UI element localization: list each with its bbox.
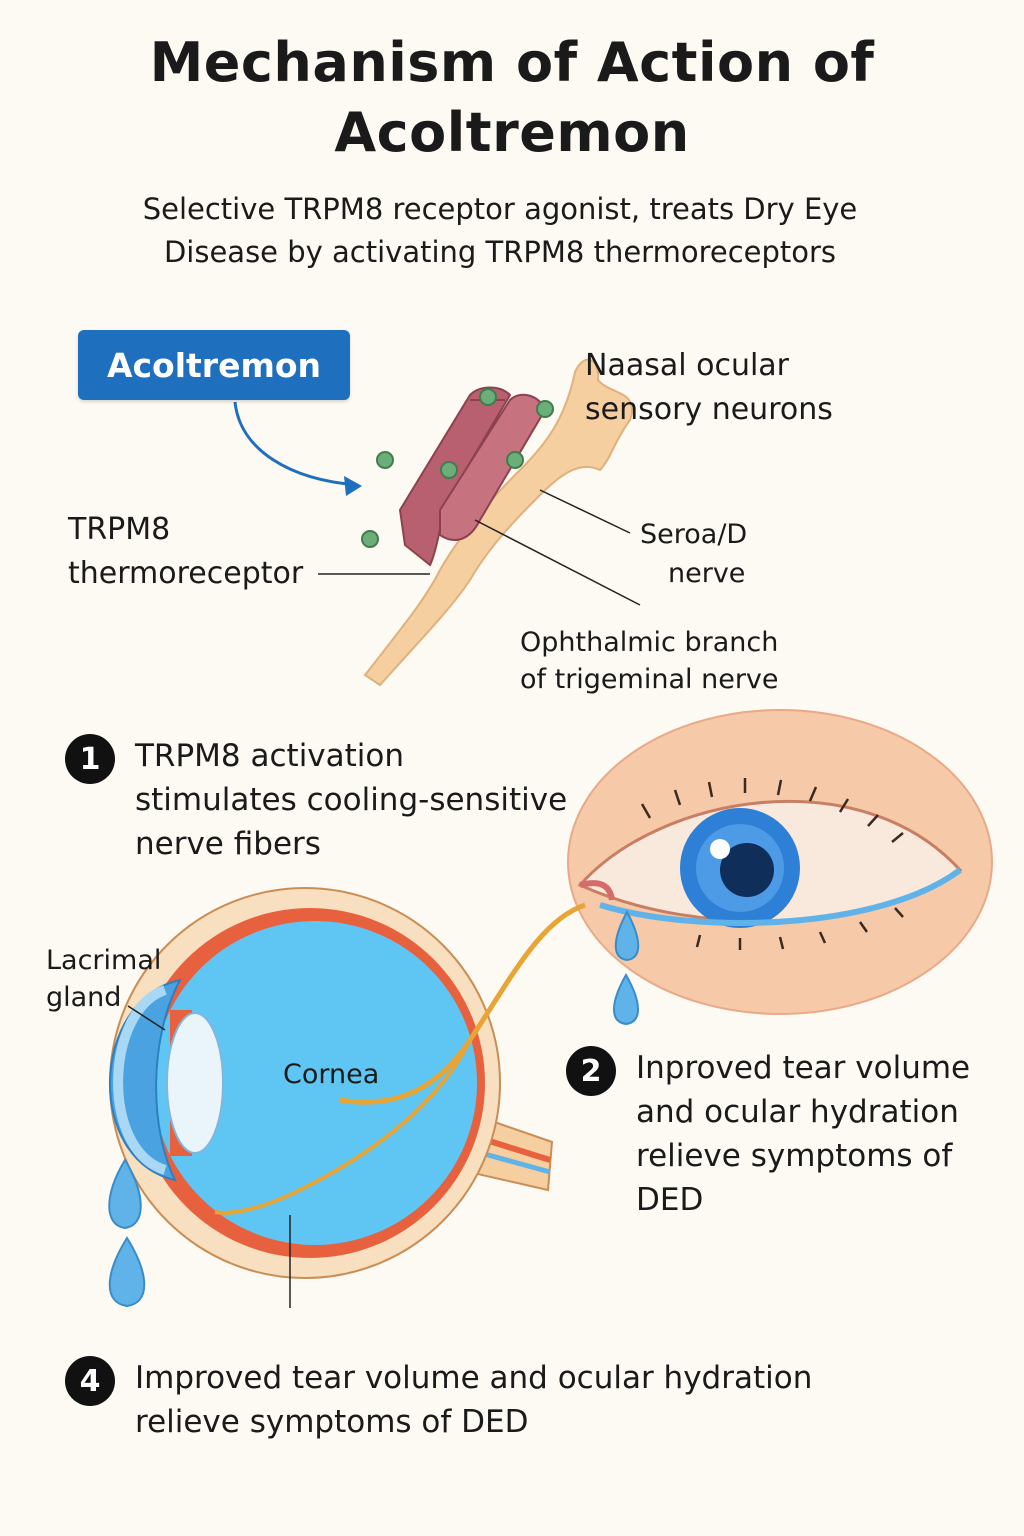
step-2-line-3: relieve symptoms of	[636, 1138, 953, 1174]
nerve-label: Seroa/D nerve	[640, 516, 747, 592]
drug-label-box: Acoltremon	[78, 330, 350, 400]
title-line-2: Acoltremon	[334, 101, 690, 164]
lacrimal-gland-label: Lacrimal gland	[46, 942, 161, 1016]
step-1-text: TRPM8 activation stimulates cooling-sens…	[135, 734, 567, 866]
step-4-text: Improved tear volume and ocular hydratio…	[135, 1356, 812, 1444]
sensory-neurons-label-line-1: Naasal ocular	[585, 348, 790, 383]
branch-leader-line	[474, 519, 641, 606]
step-2: 2 Inproved tear volume and ocular hydrat…	[566, 1046, 970, 1222]
subtitle-line-2: Disease by activating TRPM8 thermorecept…	[163, 235, 837, 269]
step-1: 1 TRPM8 activation stimulates cooling-se…	[65, 734, 567, 866]
drug-arrow	[233, 401, 359, 487]
step-4-line-1: Improved tear volume and ocular hydratio…	[135, 1360, 813, 1396]
title-line-1: Mechanism of Action of	[149, 31, 875, 94]
step-2-line-2: and ocular hydration	[636, 1094, 959, 1130]
step-2-line-1: Inproved tear volume	[636, 1050, 971, 1086]
ophthalmic-branch-label-line-1: Ophthalmic branch	[520, 627, 779, 658]
step-4-line-2: relieve symptoms of DED	[135, 1404, 529, 1440]
step-2-badge: 2	[566, 1046, 616, 1096]
step-4: 4 Improved tear volume and ocular hydrat…	[65, 1356, 812, 1444]
step-1-badge: 1	[65, 734, 115, 784]
ophthalmic-branch-label-line-2: of trigeminal nerve	[520, 664, 779, 695]
ophthalmic-branch-label: Ophthalmic branch of trigeminal nerve	[520, 624, 779, 698]
nerve-label-line-2: nerve	[668, 558, 746, 589]
drug-arrow-head	[344, 476, 362, 496]
step-1-line-2: stimulates cooling-sensitive	[135, 782, 568, 818]
cornea-label: Cornea	[283, 1059, 380, 1090]
subtitle-line-1: Selective TRPM8 receptor agonist, treats…	[142, 192, 858, 226]
page-subtitle: Selective TRPM8 receptor agonist, treats…	[60, 188, 940, 274]
cross-section-tears	[108, 1158, 146, 1308]
acoltremon-molecules	[361, 388, 554, 548]
receptor-label-line-2: thermoreceptor	[68, 556, 304, 591]
nerve-label-line-1: Seroa/D	[640, 519, 748, 550]
step-2-line-4: DED	[636, 1182, 704, 1218]
receptor-label-line-1: TRPM8	[68, 512, 171, 547]
lacrimal-gland-label-line-2: gland	[46, 982, 122, 1013]
front-eye-illustration	[567, 709, 993, 1015]
step-1-line-1: TRPM8 activation	[135, 738, 405, 774]
receptor-label: TRPM8 thermoreceptor	[68, 510, 303, 594]
step-2-text: Inproved tear volume and ocular hydratio…	[636, 1046, 970, 1222]
sensory-neurons-label: Naasal ocular sensory neurons	[585, 346, 833, 430]
eyeball-cross-section	[108, 887, 586, 1308]
nerve-leader-line	[539, 489, 631, 534]
sensory-neurons-label-line-2: sensory neurons	[585, 392, 833, 427]
lacrimal-gland-label-line-1: Lacrimal	[46, 945, 162, 976]
front-eye-tears	[613, 909, 640, 1026]
page-title: Mechanism of Action of Acoltremon	[0, 28, 1024, 168]
step-4-badge: 4	[65, 1356, 115, 1406]
step-1-line-3: nerve fibers	[135, 826, 321, 862]
